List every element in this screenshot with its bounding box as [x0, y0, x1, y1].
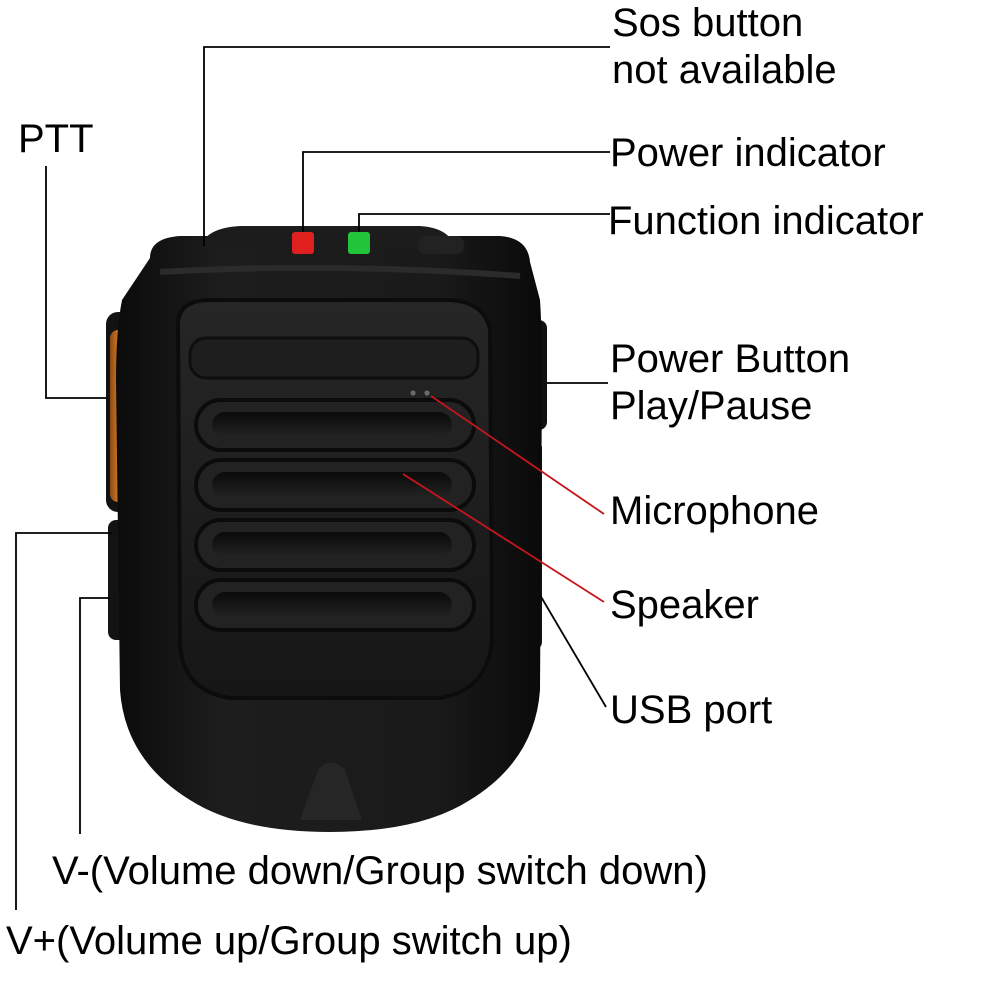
function-led-shape — [348, 232, 370, 254]
speaker-slot-inner — [212, 412, 452, 438]
power-button-label-line2: Play/Pause — [610, 384, 813, 428]
speaker-leader-line — [402, 473, 605, 603]
speaker-slot-inner — [212, 592, 452, 618]
volume-down-leader-line — [79, 597, 110, 834]
volume-up-label: V+(Volume up/Group switch up) — [6, 919, 572, 963]
function-indicator-label: Function indicator — [608, 199, 924, 243]
power-button-label: Power Button Play/Pause — [610, 336, 850, 430]
ptt-label: PTT — [18, 117, 94, 161]
usb-port-label: USB port — [610, 688, 773, 732]
microphone-hole-shape — [424, 390, 430, 396]
microphone-leader-line — [430, 395, 605, 515]
sos-label-line1: Sos button — [612, 1, 804, 45]
microphone-hole-shape — [410, 390, 416, 396]
top-indent-shape — [188, 336, 480, 380]
sos-label-line2: not available — [612, 48, 837, 92]
sos-button-shape — [418, 236, 464, 254]
speaker-grille — [194, 398, 476, 632]
ptt-leader-line — [45, 166, 108, 399]
volume-down-label: V-(Volume down/Group switch down) — [52, 849, 708, 893]
sos-button-label: Sos button not available — [612, 0, 837, 94]
top-ridge-shape — [159, 264, 521, 279]
microphone-label: Microphone — [610, 489, 820, 533]
power-indicator-label: Power indicator — [610, 131, 886, 175]
top-cap-shape — [200, 226, 455, 248]
speaker-label: Speaker — [610, 583, 759, 627]
sos-leader-line — [203, 46, 610, 246]
power-indicator-leader-line — [302, 151, 610, 232]
power-button-label-line1: Power Button — [610, 337, 851, 381]
bottom-notch-shape — [300, 762, 362, 820]
speaker-slot-inner — [212, 532, 452, 558]
power-led-shape — [292, 232, 314, 254]
function-indicator-leader-line — [358, 213, 610, 232]
volume-up-leader-line — [15, 532, 112, 910]
speaker-slot-inner — [212, 472, 452, 498]
usb-port-leader-line — [539, 594, 607, 708]
